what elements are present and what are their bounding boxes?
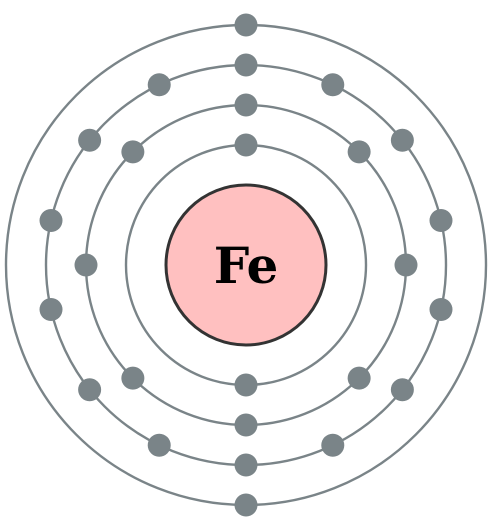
electron [234, 413, 258, 437]
electron [121, 140, 145, 164]
electron [347, 366, 371, 390]
electron [429, 209, 453, 232]
electron [234, 453, 258, 477]
electron [234, 373, 258, 397]
electron [78, 128, 102, 152]
electron [429, 298, 453, 321]
nucleus: Fe [164, 183, 328, 347]
electron [321, 73, 345, 97]
electron [74, 253, 98, 277]
electrons [39, 13, 453, 517]
electron [121, 366, 145, 390]
electron [78, 378, 102, 402]
electron [234, 53, 258, 77]
electron [390, 378, 414, 402]
electron [234, 493, 258, 517]
electron [321, 433, 345, 457]
element-symbol: Fe [214, 236, 279, 295]
electron [234, 13, 258, 37]
electron [234, 93, 258, 117]
electron [234, 133, 258, 157]
electron [147, 73, 171, 97]
electron [347, 140, 371, 164]
electron [147, 433, 171, 457]
electron [39, 298, 63, 321]
electron [39, 209, 63, 232]
electron [394, 253, 418, 277]
electron [390, 128, 414, 152]
nucleus-circle [164, 183, 328, 347]
